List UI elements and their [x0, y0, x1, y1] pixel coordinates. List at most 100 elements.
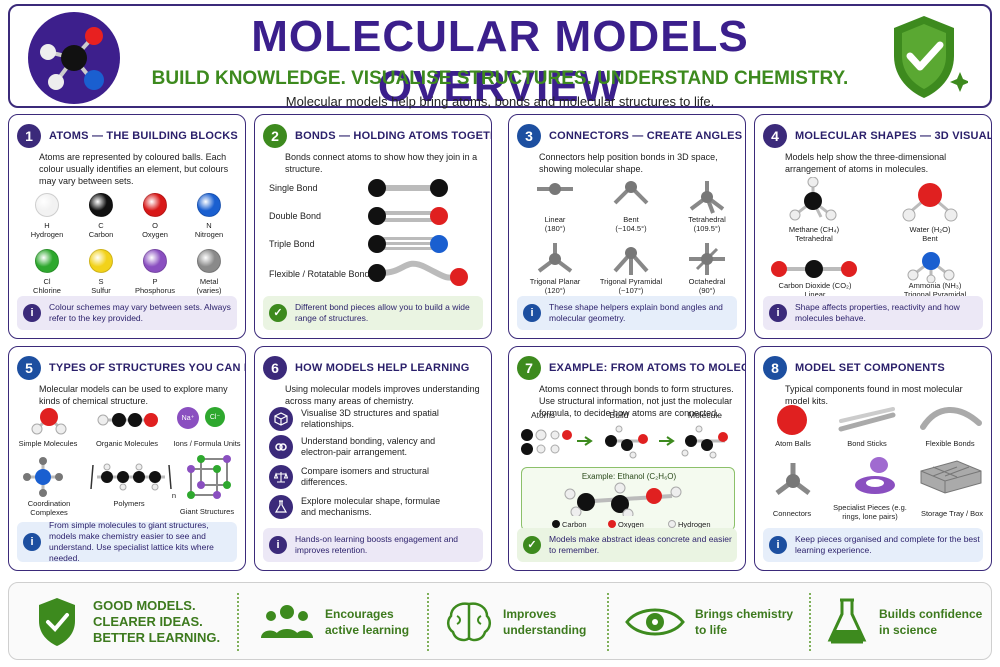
- panel-text: Atoms connect through bonds to form stru…: [539, 384, 734, 418]
- panel-text: Models help show the three-dimensional a…: [785, 152, 947, 174]
- note-text: Keep pieces organised and complete for t…: [795, 534, 980, 555]
- bond-label-flexible: Flexible / Rotatable Bond: [269, 269, 370, 279]
- connector-label: Bent(~104.5°): [593, 215, 669, 233]
- panel-number: 1: [17, 124, 41, 148]
- panel-note: i Shape affects properties, reactivity a…: [763, 296, 983, 330]
- info-icon: i: [23, 533, 41, 551]
- check-icon: ✓: [523, 536, 541, 554]
- panel-components: 8 MODEL SET COMPONENTS Typical component…: [754, 346, 992, 571]
- panel-number: 5: [17, 356, 41, 380]
- step-label-atoms: Atoms: [530, 410, 556, 420]
- panel-title: TYPES OF STRUCTURES YOU CAN BUILD: [49, 362, 245, 374]
- connector-name: Trigonal Pyramidal: [599, 277, 663, 286]
- ethanol-example-box: Example: Ethanol (C₂H₆O) Carbon Oxygen H…: [521, 467, 735, 531]
- atom-name: Hydrogen: [30, 230, 64, 239]
- connectors-illustration: [775, 463, 811, 495]
- structure-label: Giant Structures: [179, 507, 235, 516]
- component-label: Bond Sticks: [847, 439, 887, 448]
- info-icon: i: [523, 304, 541, 322]
- flexible-bonds-illustration: [920, 407, 982, 430]
- connector-name: Octahedral: [688, 277, 726, 286]
- atom-name: Carbon: [88, 230, 114, 239]
- atom-symbol: O: [152, 221, 158, 230]
- giant-structure-model: [187, 455, 231, 499]
- atom-ball: [143, 249, 167, 273]
- simple-molecule-model: [31, 408, 67, 435]
- ammonia-model: [907, 252, 955, 283]
- panel-title: EXAMPLE: FROM ATOMS TO MOLECULE: [549, 362, 745, 374]
- atom-name: (varies): [196, 286, 222, 295]
- legend-swatch-hydrogen: [668, 520, 676, 528]
- note-text: Shape affects properties, reactivity and…: [795, 302, 960, 323]
- molecule-logo-icon: [28, 12, 120, 104]
- connector-name: Bent: [623, 215, 639, 224]
- legend-swatch-oxygen: [608, 520, 616, 528]
- footer-divider: [427, 593, 429, 651]
- connector-angle: (~107°): [618, 286, 644, 295]
- atom-symbol: H: [44, 221, 50, 230]
- atom-symbol: C: [98, 221, 104, 230]
- panel-number: 8: [763, 356, 787, 380]
- legend-oxygen: Oxygen: [618, 520, 644, 529]
- tetrahedral-connector-icon: [685, 179, 729, 220]
- group-people-icon: [261, 605, 313, 638]
- note-text: Models make abstract ideas concrete and …: [549, 534, 732, 555]
- methane-model: [789, 177, 837, 221]
- note-text: Colour schemes may vary between sets. Al…: [49, 302, 231, 323]
- molecule-shape: Linear: [804, 290, 826, 299]
- panel-number: 3: [517, 124, 541, 148]
- panel-note: ✓ Different bond pieces allow you to bui…: [263, 296, 483, 330]
- cube-icon: [269, 407, 293, 431]
- molecule-name: Carbon Dioxide (CO₂): [778, 281, 852, 290]
- panel-title: HOW MODELS HELP LEARNING: [295, 362, 470, 374]
- structure-label: Simple Molecules: [18, 439, 78, 448]
- learning-text: Compare isomers and structural differenc…: [301, 466, 430, 487]
- atom-symbol: S: [98, 277, 104, 286]
- atom-ball: [89, 249, 113, 273]
- bond-label-single: Single Bond: [269, 183, 318, 193]
- component-label: Storage Tray / Box: [920, 509, 984, 518]
- atom-symbol: N: [206, 221, 212, 230]
- panel-title: CONNECTORS — CREATE ANGLES: [549, 130, 743, 142]
- molecule-name: Methane (CH₄): [788, 225, 840, 234]
- motto-line: BETTER LEARNING.: [93, 630, 221, 645]
- footer-divider: [607, 593, 609, 651]
- ethanol-label: Example: Ethanol (C₂H₆O): [581, 472, 677, 481]
- atom-label: Metal(varies): [185, 277, 233, 295]
- atom-ball: [35, 249, 59, 273]
- footer-divider: [237, 593, 239, 651]
- note-text: Different bond pieces allow you to build…: [295, 302, 470, 323]
- connector-angle: (90°): [698, 286, 716, 295]
- panel-number: 4: [763, 124, 787, 148]
- panel-note: i Keep pieces organised and complete for…: [763, 528, 983, 562]
- motto-line: CLEARER IDEAS.: [93, 614, 203, 629]
- learning-text: Visualise 3D structures and spatial rela…: [301, 408, 439, 429]
- footer-banner: GOOD MODELS. CLEARER IDEAS. BETTER LEARN…: [8, 582, 992, 660]
- panel-note: i Colour schemes may vary between sets. …: [17, 296, 237, 330]
- learning-text: Understand bonding, valency and electron…: [301, 436, 436, 457]
- motto-line: GOOD MODELS.: [93, 598, 196, 613]
- component-label: Flexible Bonds: [925, 439, 975, 448]
- atom-symbol: Metal: [199, 277, 219, 286]
- info-icon: i: [23, 304, 41, 322]
- flask-icon: [827, 598, 867, 644]
- legend-swatch-carbon: [552, 520, 560, 528]
- atom-name: Oxygen: [142, 230, 168, 239]
- sodium-ion: Na⁺: [177, 407, 199, 429]
- panel-note: ✓ Models make abstract ideas concrete an…: [517, 528, 737, 562]
- atom-symbol: Cl: [43, 277, 51, 286]
- atom-ball-illustration: [777, 405, 807, 435]
- panel-number: 7: [517, 356, 541, 380]
- connector-label: Tetrahedral(109.5°): [669, 215, 745, 233]
- bond-sticks-illustration: [838, 407, 896, 432]
- footer-line: Improves: [503, 607, 557, 621]
- learning-row: Visualise 3D structures and spatial rela…: [269, 407, 441, 431]
- bent-connector-icon: [609, 179, 653, 212]
- connector-label: Trigonal Planar(120°): [517, 277, 593, 295]
- connector-label: Octahedral(90°): [669, 277, 745, 295]
- bonds-illustration: [368, 179, 468, 286]
